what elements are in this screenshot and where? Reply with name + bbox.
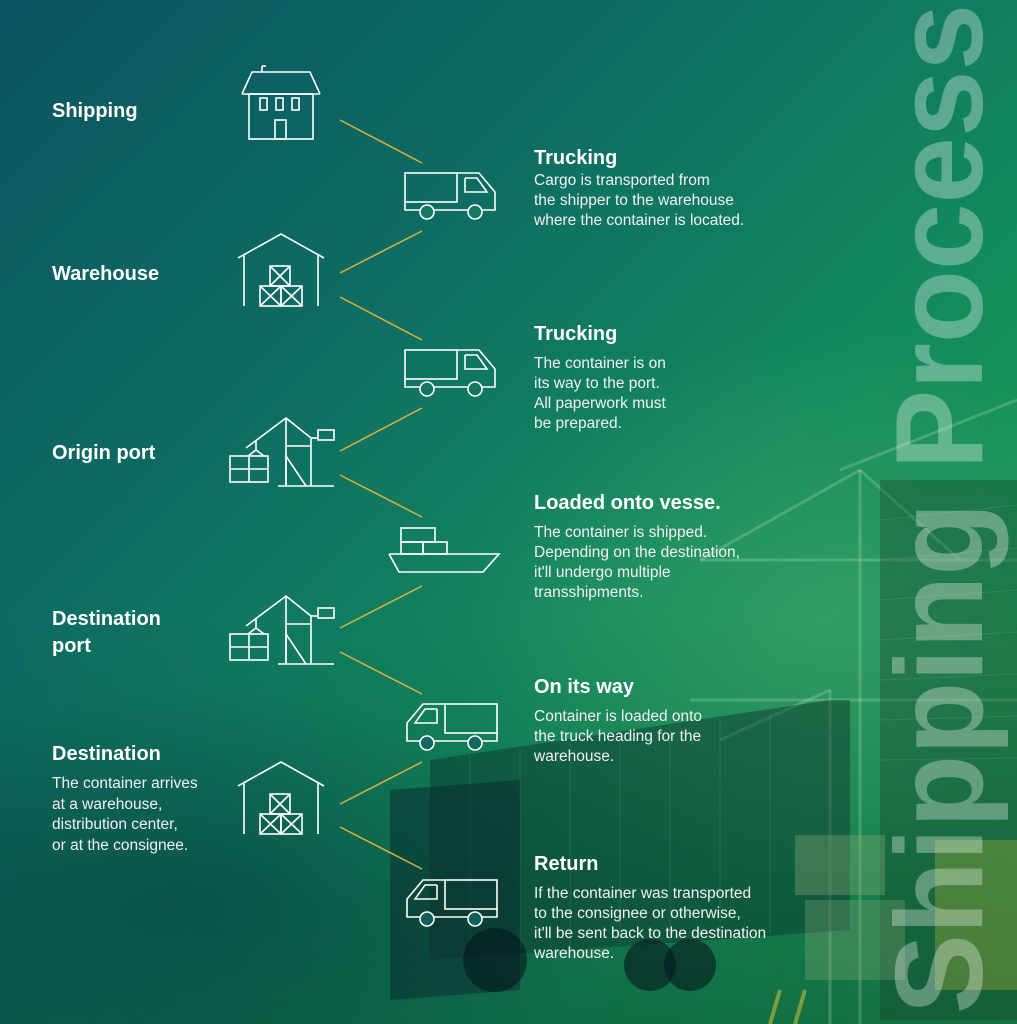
page-title: Shipping Process (871, 4, 1009, 1014)
warehouse-icon (237, 233, 325, 307)
stage-label-warehouse: Warehouse (52, 263, 160, 285)
connector-line (339, 585, 423, 629)
truck-icon (406, 879, 498, 927)
step-description-1: Cargo is transported from the shipper to… (534, 172, 745, 229)
step-title-loaded-onto-vessel: Loaded onto vesse. (534, 492, 721, 514)
stage-label-destination-port: Destination port (52, 608, 161, 657)
step-description-3: The container is shipped. Depending on t… (534, 524, 740, 601)
stage-label-origin-port: Origin port (52, 442, 156, 464)
truck-icon (404, 349, 496, 397)
connector-line (339, 761, 423, 805)
connector-line (339, 407, 423, 452)
warehouse-icon (237, 761, 325, 835)
port-crane-icon (229, 416, 335, 487)
step-title-return: Return (534, 853, 599, 875)
stage-description-destination: The container arrives at a warehouse, di… (52, 775, 198, 854)
connector-line (339, 296, 423, 341)
connector-line (339, 826, 423, 870)
step-description-5: If the container was transported to the … (534, 885, 767, 962)
title-vertical: Shipping Process (871, 4, 1009, 1014)
stage-label-shipping: Shipping (52, 100, 138, 122)
connector-line (339, 119, 423, 164)
step-title-trucking-1: Trucking (534, 147, 618, 169)
connector-line (339, 651, 423, 695)
step-description-4: Container is loaded onto the truck headi… (534, 708, 703, 765)
step-title-on-its-way: On its way (534, 676, 635, 698)
connector-line (339, 474, 423, 518)
step-title-trucking-2: Trucking (534, 323, 618, 345)
house-icon (241, 65, 321, 140)
stage-label-destination: Destination (52, 743, 161, 765)
ship-icon (388, 527, 501, 573)
connector-line (339, 230, 423, 274)
step-description-2: The container is on its way to the port.… (534, 355, 666, 432)
truck-icon (406, 703, 498, 751)
port-crane-icon (229, 594, 335, 665)
truck-icon (404, 172, 496, 220)
